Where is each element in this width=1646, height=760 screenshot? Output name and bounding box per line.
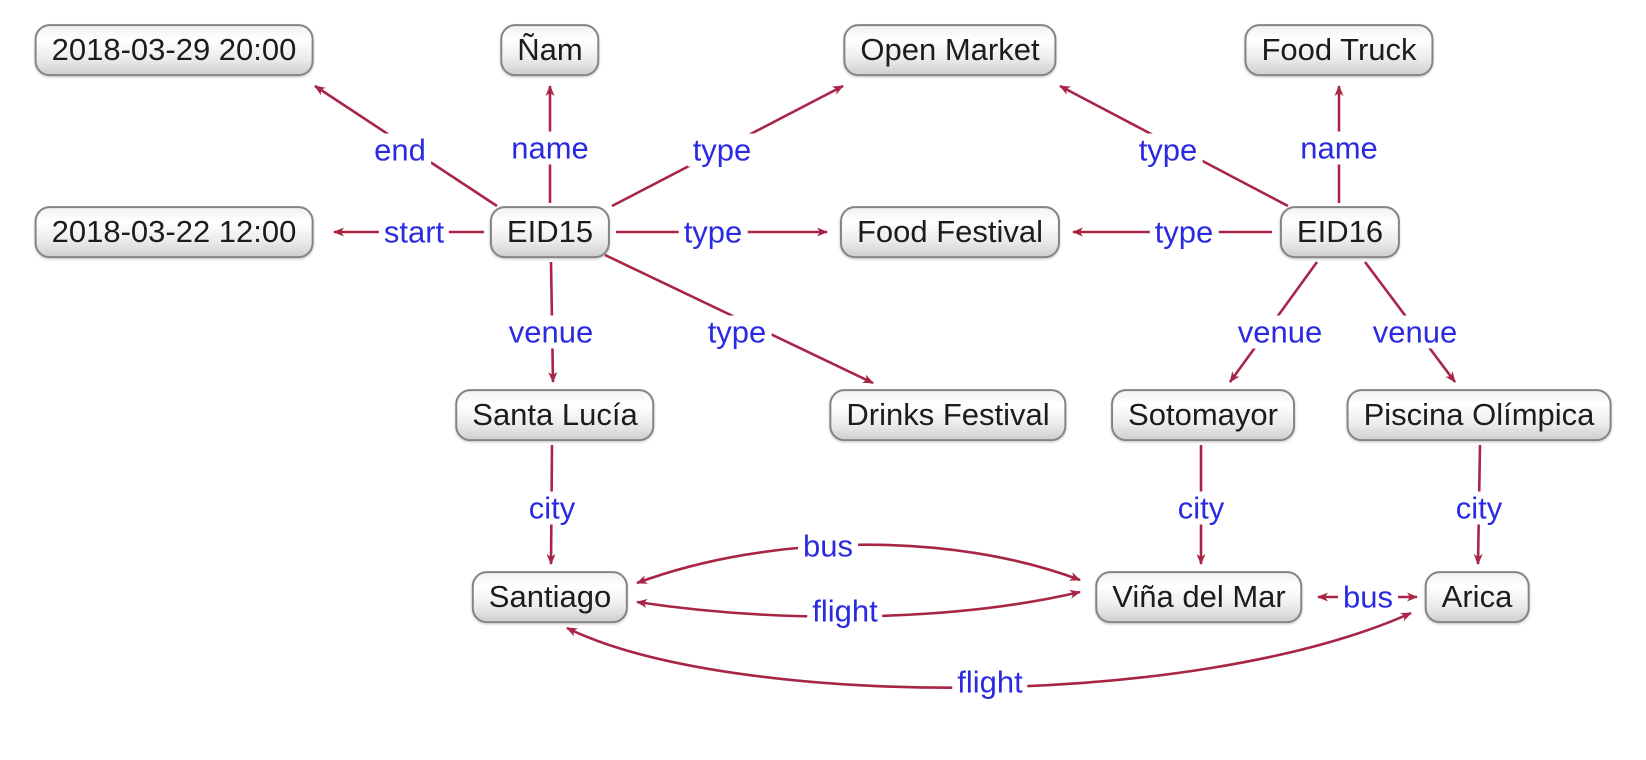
edge-label-name-eid15: name	[506, 131, 594, 165]
edge-label-start: start	[378, 215, 450, 249]
node-arica: Arica	[1424, 571, 1530, 623]
node-nam-label: Ñam	[517, 32, 583, 68]
node-eid16: EID16	[1279, 206, 1401, 258]
node-sotomayor: Sotomayor	[1111, 389, 1295, 441]
node-sotomayor-label: Sotomayor	[1128, 397, 1278, 433]
node-food-festival: Food Festival	[839, 206, 1061, 258]
node-food-festival-label: Food Festival	[856, 214, 1044, 250]
node-drinks-festival: Drinks Festival	[829, 389, 1067, 441]
node-arica-label: Arica	[1441, 579, 1513, 615]
edge-label-city-sotomayor: city	[1172, 491, 1230, 525]
node-santiago: Santiago	[471, 571, 629, 623]
node-food-truck-label: Food Truck	[1261, 32, 1417, 68]
node-santa-lucia-label: Santa Lucía	[472, 397, 638, 433]
node-food-truck: Food Truck	[1244, 24, 1434, 76]
node-date-end: 2018-03-29 20:00	[34, 24, 314, 76]
node-eid16-label: EID16	[1296, 214, 1384, 250]
node-date-start-label: 2018-03-22 12:00	[51, 214, 297, 250]
edge-label-city-piscina: city	[1450, 491, 1508, 525]
node-date-start: 2018-03-22 12:00	[34, 206, 314, 258]
edge-label-venue-sotomayor: venue	[1232, 315, 1328, 349]
node-open-market-label: Open Market	[860, 32, 1040, 68]
edge-label-bus-vina-arica: bus	[1338, 580, 1398, 614]
edge-label-type-open-eid16: type	[1133, 133, 1203, 167]
edge-label-type-drinks-eid15: type	[702, 315, 772, 349]
edge-label-venue-eid15: venue	[503, 315, 599, 349]
node-piscina: Piscina Olímpica	[1346, 389, 1612, 441]
edge-label-bus-stgo-vina: bus	[798, 529, 858, 563]
edge-label-type-open-eid15: type	[687, 133, 757, 167]
edge-label-flight-stgo-arica: flight	[952, 665, 1028, 699]
node-vina-del-mar: Viña del Mar	[1095, 571, 1303, 623]
edge-label-end: end	[369, 133, 431, 167]
edge-label-type-ff-eid15: type	[678, 215, 748, 249]
node-date-end-label: 2018-03-29 20:00	[51, 32, 297, 68]
node-vina-del-mar-label: Viña del Mar	[1112, 579, 1286, 615]
node-eid15: EID15	[489, 206, 611, 258]
node-santa-lucia: Santa Lucía	[455, 389, 655, 441]
edge-label-name-eid16: name	[1295, 131, 1383, 165]
edge-label-venue-piscina: venue	[1367, 315, 1463, 349]
node-santiago-label: Santiago	[488, 579, 612, 615]
node-nam: Ñam	[500, 24, 600, 76]
edge-label-type-ff-eid16: type	[1149, 215, 1219, 249]
edge-bus-santiago-vina	[636, 543, 1081, 585]
edge-label-flight-stgo-vina: flight	[807, 594, 883, 628]
node-drinks-festival-label: Drinks Festival	[846, 397, 1050, 433]
node-eid15-label: EID15	[506, 214, 594, 250]
node-piscina-label: Piscina Olímpica	[1363, 397, 1595, 433]
node-open-market: Open Market	[843, 24, 1057, 76]
edge-label-city-santa-lucia: city	[523, 491, 581, 525]
